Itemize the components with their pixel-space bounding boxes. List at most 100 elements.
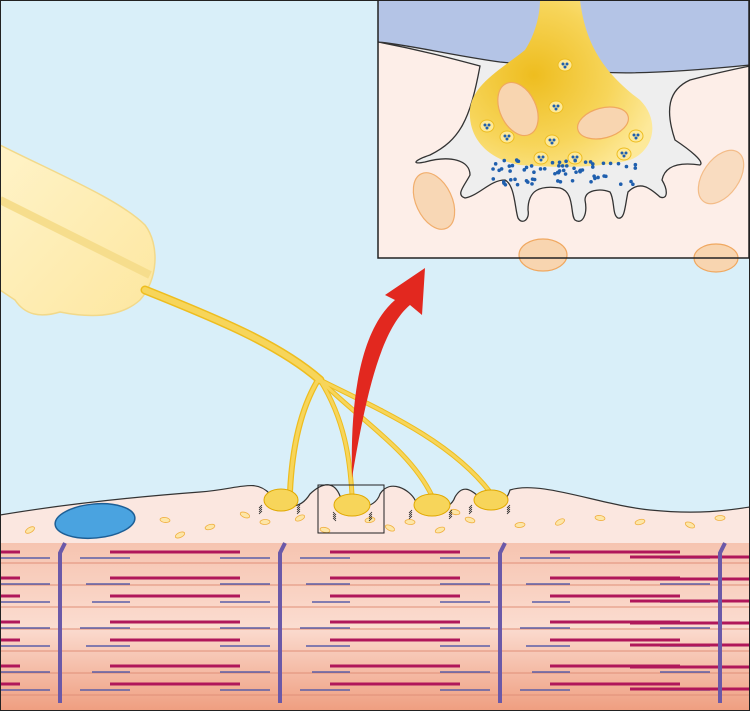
receptor-mark bbox=[448, 509, 453, 514]
neurotransmitter-dot bbox=[529, 164, 534, 168]
vesicle-organelle bbox=[594, 515, 606, 521]
vesicle-organelle bbox=[25, 526, 35, 534]
receptor-mark bbox=[468, 506, 473, 511]
receptor-mark bbox=[332, 513, 337, 518]
receptor-mark bbox=[468, 508, 473, 513]
synaptic-vesicle bbox=[567, 151, 583, 165]
axon-sheath bbox=[0, 144, 156, 317]
receptor-mark bbox=[468, 510, 473, 515]
inset-magnified-view bbox=[377, 0, 750, 273]
neurotransmitter-dot bbox=[554, 107, 558, 111]
neurotransmitter-dot bbox=[589, 179, 593, 184]
neurotransmitter-dot bbox=[578, 169, 582, 174]
receptor-mark bbox=[506, 510, 511, 515]
z-line bbox=[498, 542, 507, 703]
neurotransmitter-dot bbox=[590, 162, 595, 166]
neurotransmitter-dot bbox=[539, 158, 543, 162]
neurotransmitter-dot bbox=[601, 161, 606, 166]
synaptic-vesicle bbox=[499, 130, 515, 144]
receptor-mark bbox=[332, 515, 337, 520]
neurotransmitter-dot bbox=[633, 166, 638, 170]
muscle-fiber bbox=[0, 543, 750, 711]
neurotransmitter-dot bbox=[557, 164, 561, 168]
neurotransmitter-dot bbox=[564, 164, 569, 168]
vesicle-organelle bbox=[514, 522, 526, 528]
neurotransmitter-dot bbox=[557, 169, 562, 173]
axon-terminals bbox=[263, 488, 509, 517]
synaptic-vesicle bbox=[557, 58, 573, 72]
synaptic-vesicle bbox=[479, 119, 495, 133]
vesicle-organelle bbox=[684, 521, 696, 529]
neurotransmitter-dot bbox=[485, 126, 489, 130]
neurotransmitter-dot bbox=[502, 158, 507, 163]
receptor-mark bbox=[408, 515, 413, 520]
neurotransmitter-dot bbox=[552, 138, 556, 142]
neurotransmitter-dot bbox=[507, 164, 512, 168]
receptor-mark bbox=[408, 509, 413, 514]
vesicle-organelle bbox=[159, 517, 171, 523]
receptor-mark bbox=[258, 506, 263, 511]
neurotransmitter-dot bbox=[483, 123, 487, 127]
vesicle-organelle bbox=[714, 515, 726, 521]
receptor-mark bbox=[296, 508, 301, 513]
neurotransmitter-dot bbox=[491, 167, 495, 171]
nucleus bbox=[54, 502, 136, 540]
receptor-mark bbox=[258, 508, 263, 513]
neurotransmitter-dot bbox=[583, 160, 588, 164]
neurotransmitter-dot bbox=[508, 178, 513, 182]
neurotransmitter-dot bbox=[631, 182, 635, 187]
neurotransmitter-dot bbox=[508, 169, 512, 173]
magnify-arrow bbox=[351, 268, 425, 478]
receptor-mark bbox=[368, 515, 373, 520]
neurotransmitter-dot bbox=[515, 182, 520, 187]
neurotransmitter-dot bbox=[524, 165, 529, 170]
neurotransmitter-dot bbox=[493, 162, 498, 166]
neurotransmitter-dot bbox=[574, 170, 578, 174]
neurotransmitter-dot bbox=[522, 168, 527, 172]
axon-terminal bbox=[263, 488, 299, 512]
vesicle-organelle bbox=[384, 524, 396, 532]
neurotransmitter-dot bbox=[553, 171, 557, 176]
receptor-mark bbox=[506, 504, 511, 509]
vesicle-organelle bbox=[555, 518, 565, 526]
receptor-mark bbox=[408, 513, 413, 518]
neurotransmitter-dot bbox=[616, 161, 621, 166]
synaptic-vesicle bbox=[616, 147, 632, 161]
vesicle-organelle bbox=[239, 511, 251, 519]
neurotransmitter-dots bbox=[491, 158, 638, 187]
sarcoplasm-organelles bbox=[25, 504, 726, 539]
receptor-mark bbox=[506, 506, 511, 511]
neurotransmitter-dot bbox=[557, 160, 562, 165]
vesicle-organelle bbox=[449, 508, 461, 516]
axon-terminal bbox=[333, 493, 371, 517]
receptor-mark bbox=[258, 510, 263, 515]
receptor-mark bbox=[368, 511, 373, 516]
neurotransmitter-dot bbox=[548, 138, 552, 142]
neurotransmitter-dot bbox=[487, 123, 491, 127]
neurotransmitter-dot bbox=[538, 167, 543, 171]
synaptic-vesicles bbox=[479, 58, 644, 165]
receptor-mark bbox=[468, 504, 473, 509]
vesicle-organelle bbox=[404, 519, 416, 525]
neurotransmitter-dot bbox=[608, 161, 613, 166]
neurotransmitter-dot bbox=[524, 178, 529, 183]
receptor-mark bbox=[448, 513, 453, 518]
receptor-mark bbox=[368, 517, 373, 522]
neurotransmitter-dot bbox=[507, 134, 511, 138]
synaptic-vesicle bbox=[548, 100, 564, 114]
neurotransmitter-dot bbox=[633, 162, 638, 167]
synaptic-vesicle bbox=[533, 151, 549, 165]
neurotransmitter-dot bbox=[564, 159, 568, 164]
zoom-region-box bbox=[317, 484, 385, 534]
neurotransmitter-dot bbox=[513, 177, 517, 182]
neurotransmitter-dot bbox=[596, 175, 600, 180]
neurotransmitter-dot bbox=[624, 164, 629, 169]
neurotransmitter-dot bbox=[571, 155, 575, 159]
axon-terminal bbox=[413, 493, 451, 517]
receptor-mark bbox=[296, 504, 301, 509]
axon-terminal bbox=[473, 489, 509, 511]
neurotransmitter-dot bbox=[618, 182, 623, 187]
neurotransmitter-dot bbox=[572, 166, 576, 171]
neurotransmitter-dot bbox=[503, 134, 507, 138]
